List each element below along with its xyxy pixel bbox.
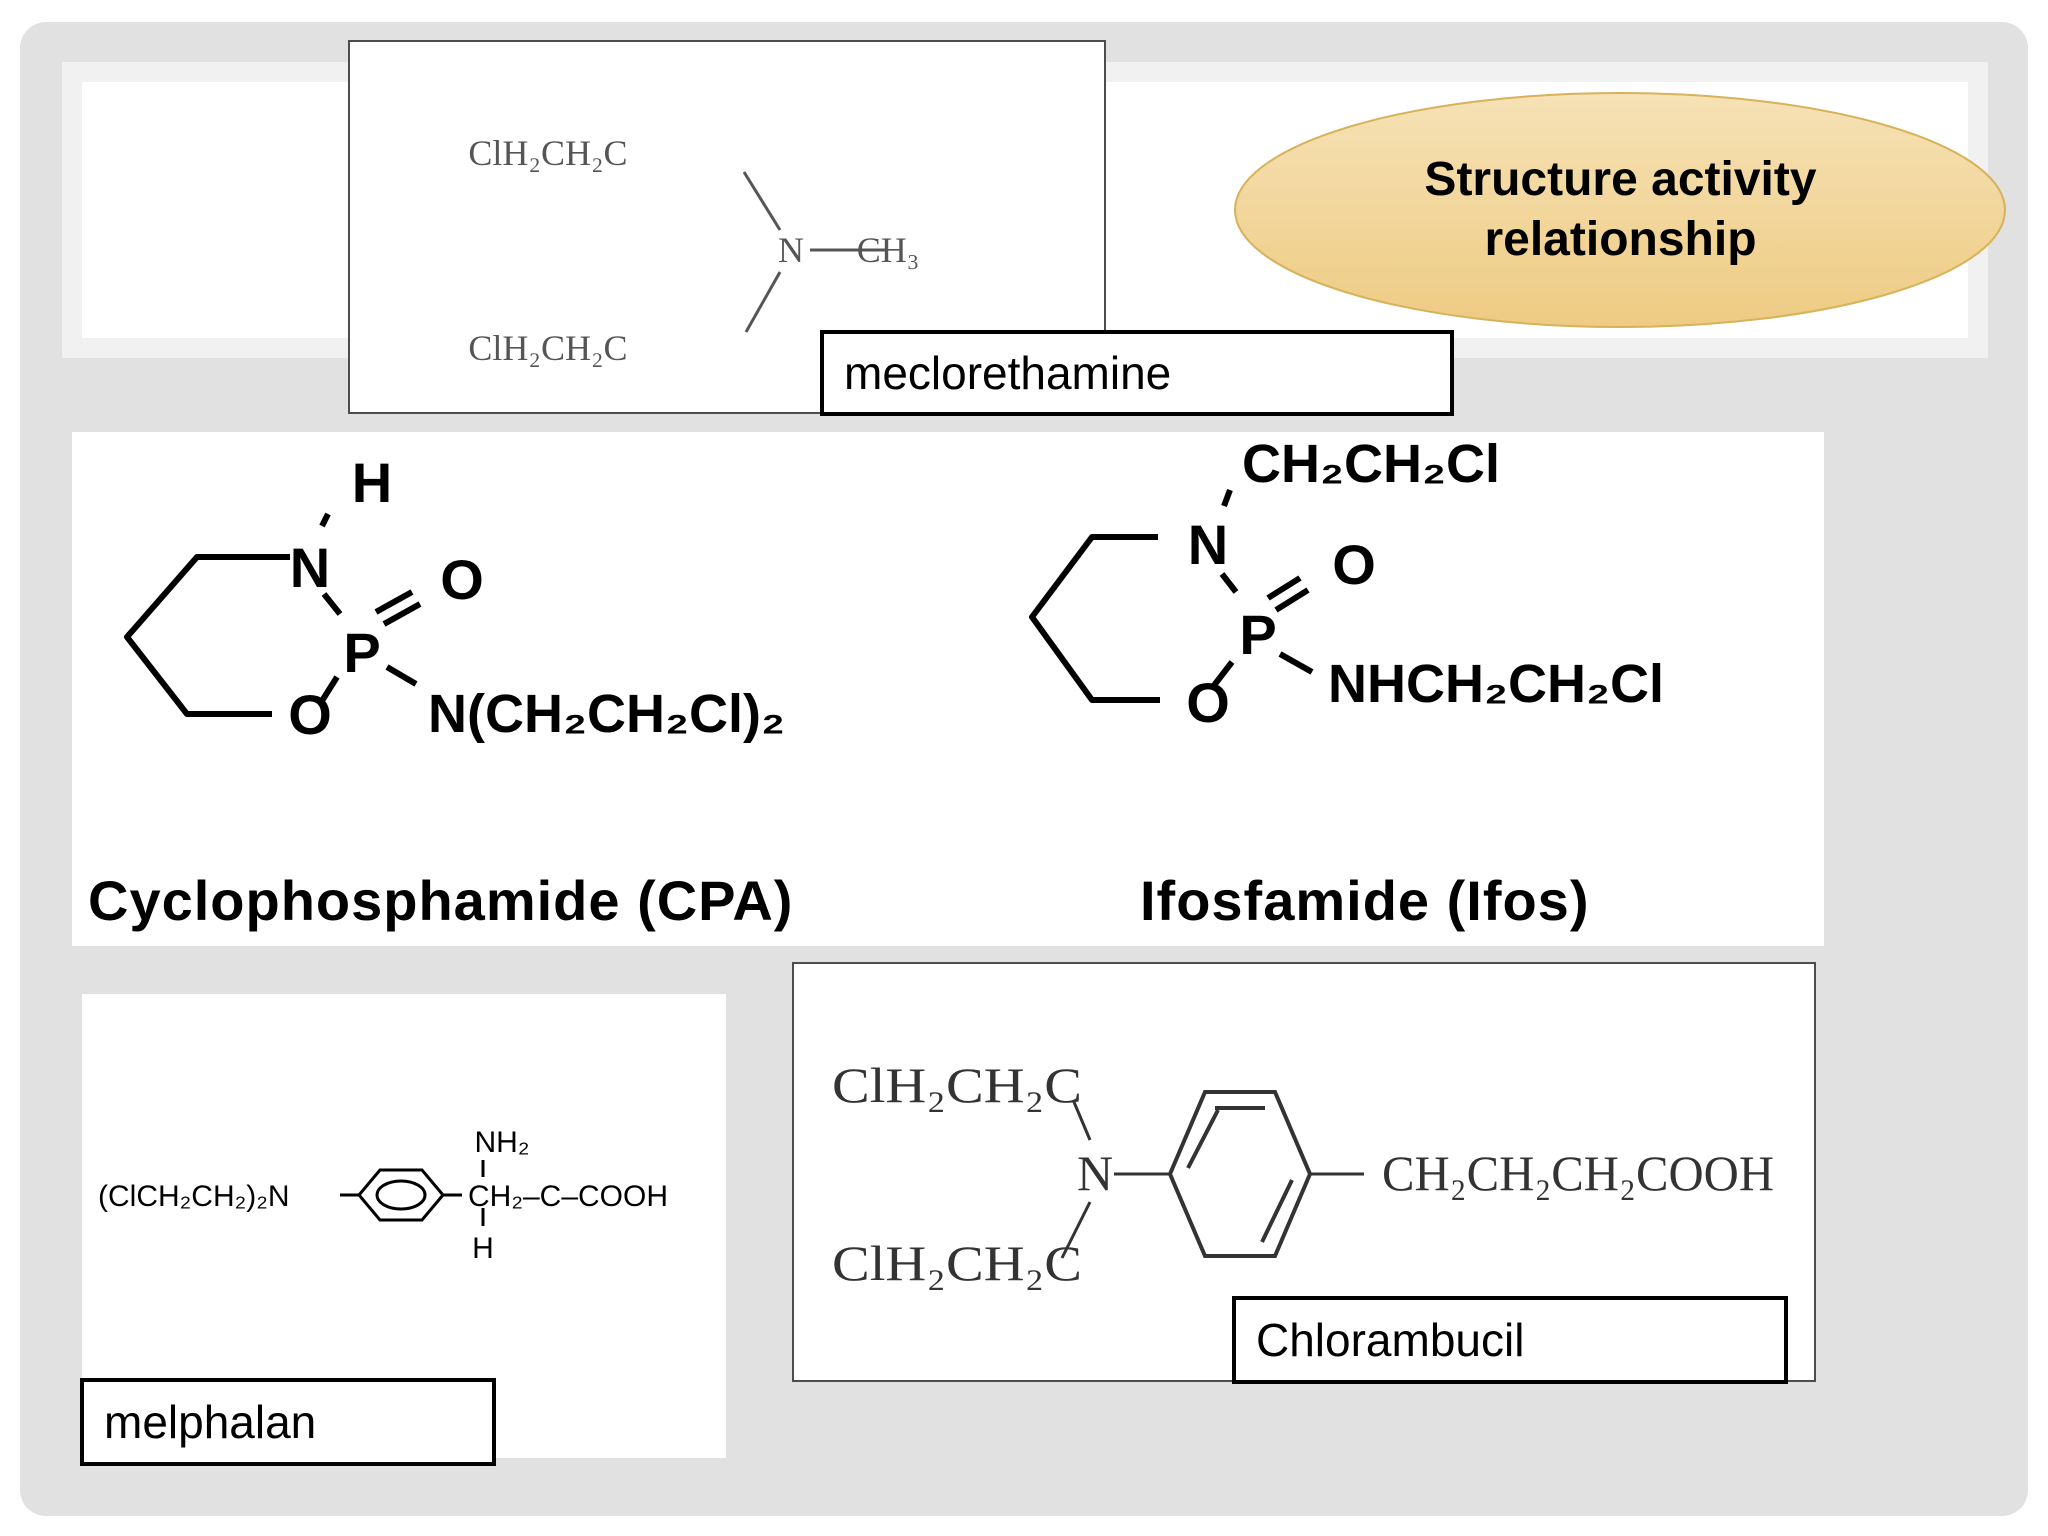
melphalan-bonds [340,1160,485,1226]
ifos-ring-bonds [1029,488,1314,703]
cpa-ring-bonds [124,512,422,717]
ifos-name: Ifosfamide (Ifos) [1140,869,1589,932]
melphalan-chain: CH₂–C–COOH [468,1180,668,1213]
mech-bonds [742,171,888,333]
chlor-n-atom: N [1077,1145,1113,1201]
ifos-double-o: O [1332,533,1376,596]
title-line-1: Structure activity [1424,153,1817,206]
oxazaphosphorine-panel [72,432,1824,946]
chlor-chain: CH₂CH₂CH₂COOH [1382,1145,1774,1201]
mechlorethamine-structure: ClH₂CH₂C ClH₂CH₂C N CH₃ [468,133,919,368]
ifosfamide-structure: CH₂CH₂Cl N P O O NHCH₂CH₂Cl Ifosfamide (… [1029,434,1664,932]
melphalan-label: melphalan [80,1378,496,1466]
ifos-top-substituent: CH₂CH₂Cl [1242,434,1500,494]
chlor-arm-bottom: ClH₂CH₂C [832,1235,1082,1291]
ifos-ring-o: O [1186,671,1230,734]
cpa-n-atom: N [290,536,330,599]
mech-n-atom: N [778,230,804,270]
melphalan-benzene-ring [357,1168,445,1222]
melphalan-nh2: NH₂ [475,1126,530,1159]
cpa-h-atom: H [352,451,392,514]
melphalan-structure: NH₂ (ClCH₂CH₂)₂N CH₂–C–COOH H [98,1126,668,1265]
cpa-substituent: N(CH₂CH₂Cl)₂ [428,684,785,744]
mech-arm-bottom: ClH₂CH₂C [468,328,627,368]
slide-title: Structure activity relationship [1233,90,2008,330]
ifos-n-atom: N [1188,513,1228,576]
cpa-name: Cyclophosphamide (CPA) [88,869,793,932]
chlor-benzene-ring [1167,1090,1313,1258]
chlor-bonds [1060,1101,1364,1259]
melphalan-h-atom: H [472,1232,494,1265]
ifos-substituent: NHCH₂CH₂Cl [1328,654,1664,714]
cpa-p-atom: P [343,621,380,684]
chlor-arm-top: ClH₂CH₂C [832,1057,1082,1113]
chlorambucil-label: Chlorambucil [1232,1296,1788,1384]
title-ellipse [1234,92,2006,328]
cpa-double-o: O [440,548,484,611]
title-line-2: relationship [1484,213,1757,266]
cpa-ring-o: O [288,683,332,746]
mech-arm-top: ClH₂CH₂C [468,133,627,173]
melphalan-left-group: (ClCH₂CH₂)₂N [98,1180,290,1213]
mechlorethamine-label: meclorethamine [820,330,1454,416]
chlorambucil-structure: ClH₂CH₂C ClH₂CH₂C N CH₂CH₂CH₂COOH [832,1057,1774,1291]
ifos-p-atom: P [1239,603,1276,666]
cyclophosphamide-structure: H N P O O N(CH₂CH₂Cl)₂ Cyclophosphamide … [88,451,793,932]
